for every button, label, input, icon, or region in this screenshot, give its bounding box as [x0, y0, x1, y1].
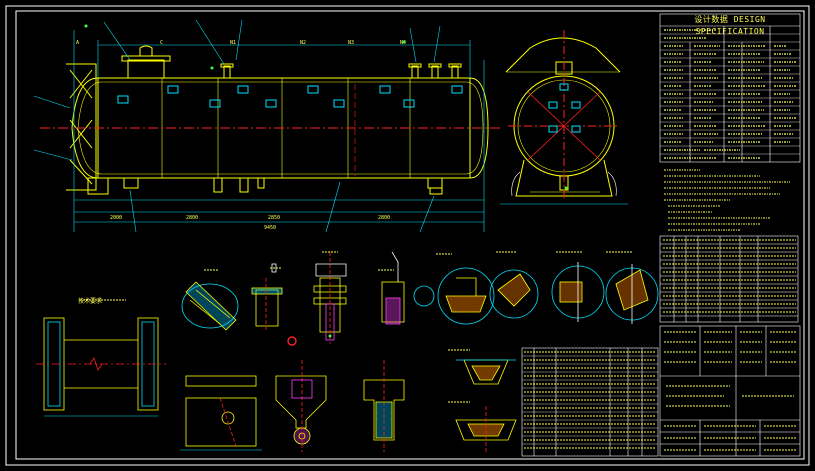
- technical-notes: [664, 169, 790, 231]
- inner-frame: [15, 10, 805, 460]
- vessel-internals: [117, 85, 463, 108]
- svg-text:N3: N3: [348, 40, 354, 46]
- parts-list: [521, 347, 659, 457]
- vessel-dimensions: [33, 19, 485, 233]
- svg-text:2850: 2850: [268, 215, 280, 221]
- svg-text:N1: N1: [230, 40, 236, 46]
- nozzle-table: [659, 235, 799, 323]
- svg-text:2800: 2800: [186, 215, 198, 221]
- svg-text:A: A: [76, 40, 79, 46]
- spec-title-en: DESIGN SPECIFICATION: [695, 15, 766, 36]
- title-block: [659, 325, 801, 457]
- spec-table-scribbles: [664, 29, 796, 159]
- svg-text:2000: 2000: [110, 215, 122, 221]
- vessel-elevation: [66, 45, 489, 195]
- svg-text:C: C: [160, 40, 163, 46]
- spec-title-cn: 设计数据: [694, 15, 729, 24]
- spec-title: 设计数据 DESIGN SPECIFICATION: [662, 14, 798, 36]
- svg-text:2800: 2800: [378, 215, 390, 221]
- assembly-view: [36, 317, 166, 417]
- spec-table-rows: [660, 33, 800, 155]
- requirements-title: 技术要求: [78, 298, 103, 305]
- detail-views: [181, 251, 659, 346]
- bottom-details: [180, 359, 517, 452]
- svg-text:N2: N2: [300, 40, 306, 46]
- detail-labels: [80, 251, 632, 403]
- outer-frame: [5, 5, 810, 466]
- vessel-end-view: [500, 30, 628, 205]
- svg-text:9450: 9450: [264, 225, 276, 231]
